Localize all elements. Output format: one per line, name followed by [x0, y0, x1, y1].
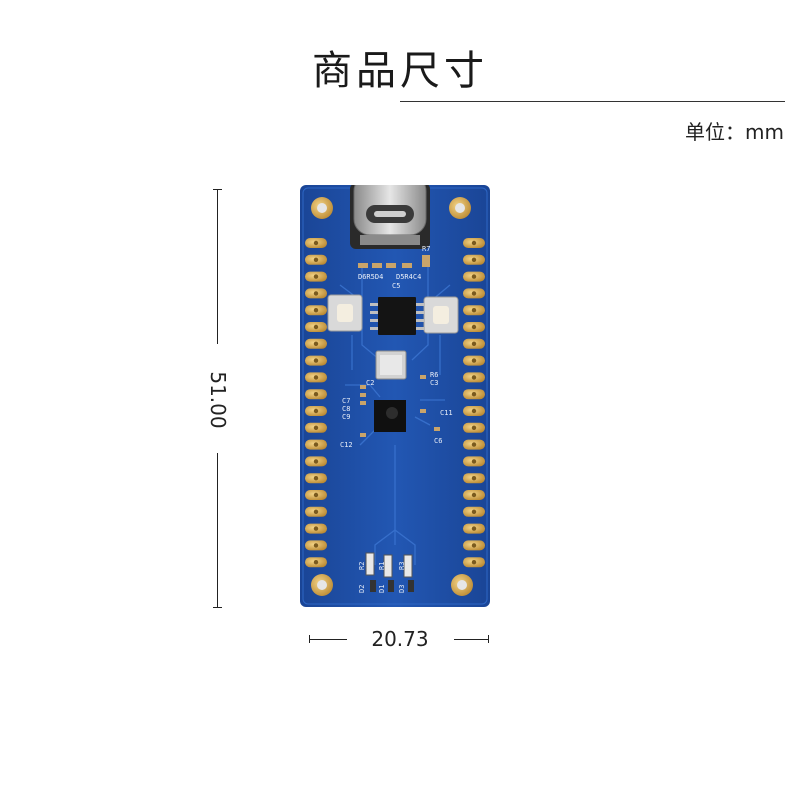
- silk-r7: R7: [422, 245, 430, 253]
- silk-c5: C5: [392, 282, 400, 290]
- silk-c6: C6: [434, 437, 442, 445]
- width-dimension-label: 20.73: [371, 627, 429, 651]
- regulator-chip: [370, 297, 424, 335]
- status-leds: [365, 552, 414, 592]
- silk-c11: C11: [440, 409, 453, 417]
- page-title: 商品尺寸: [312, 48, 488, 94]
- mounting-holes: [311, 197, 473, 596]
- left-castellated-pads: [305, 238, 327, 568]
- height-dimension-label: 51.00: [206, 371, 230, 429]
- silk-c7: C7: [342, 397, 350, 405]
- silk-d6r5d4: D6R5D4: [358, 273, 383, 281]
- silk-d5r4c4: D5R4C4: [396, 273, 421, 281]
- height-dimension-line-lower: [217, 453, 218, 608]
- silk-r1: R1: [378, 562, 386, 570]
- mcu-chip: [374, 400, 406, 432]
- width-dimension-line-right: [454, 639, 489, 640]
- width-dimension-line-left: [309, 639, 347, 640]
- silk-c3: C3: [430, 379, 438, 387]
- silk-r2: R2: [358, 562, 366, 570]
- silk-c8: C8: [342, 405, 350, 413]
- usb-c-connector: [350, 174, 430, 249]
- width-dimension-tick-right: [488, 635, 489, 643]
- silk-d1: D1: [378, 585, 386, 593]
- height-dimension-tick-bottom: [213, 607, 222, 608]
- silk-r3: R3: [398, 562, 406, 570]
- crystal-oscillator: [375, 350, 407, 380]
- silk-c2: C2: [366, 379, 374, 387]
- silk-c12: C12: [340, 441, 353, 449]
- pcb-board-image: D6R5D4 D5R4C4 C5 R7 C7 C8 C9 C12 C11 C6 …: [300, 174, 490, 607]
- left-push-button: [327, 294, 363, 332]
- height-dimension-line-upper: [217, 189, 218, 344]
- silk-d2: D2: [358, 585, 366, 593]
- title-divider: [400, 101, 785, 102]
- right-push-button: [423, 296, 459, 334]
- unit-label: 单位：mm: [685, 120, 784, 144]
- silk-r6: R6: [430, 371, 438, 379]
- silk-d3: D3: [398, 585, 406, 593]
- right-castellated-pads: [463, 238, 485, 568]
- silk-c9: C9: [342, 413, 350, 421]
